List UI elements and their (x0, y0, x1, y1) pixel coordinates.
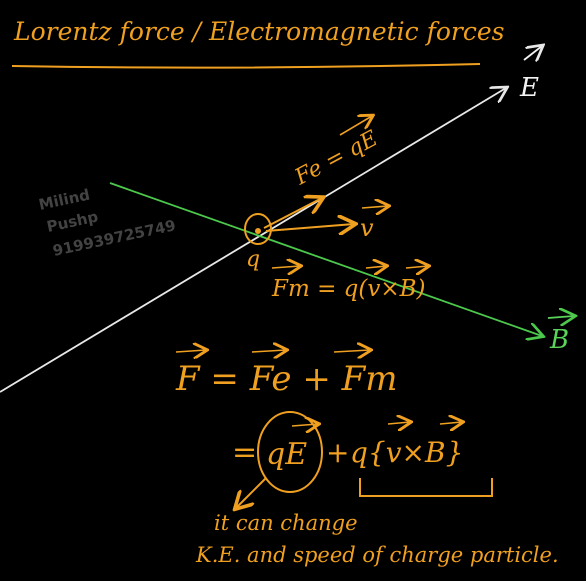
term-v-vec-bar (387, 422, 410, 424)
fm-v-vec-bar (365, 266, 386, 268)
vxb-underbrace (359, 478, 493, 497)
b-vector-bar (547, 316, 574, 318)
charge-dot (255, 228, 261, 234)
fe-equation: Fe = qE (290, 126, 382, 191)
note-line2: K.E. and speed of charge particle. (195, 543, 559, 567)
velocity-label: v (360, 214, 374, 242)
velocity-arrow (265, 224, 354, 231)
title-underline (11, 63, 481, 69)
e-field-line (0, 88, 506, 393)
equation-plus: + (326, 436, 349, 469)
note-pointer-arrow (236, 477, 267, 508)
term-qE-vec-bar (291, 424, 318, 426)
note-line1: it can change (214, 511, 358, 535)
equation-line2-equals: = (232, 435, 257, 470)
watermark-line2: Pushp (45, 207, 100, 235)
qE-circle (257, 411, 323, 493)
b-field-line (109, 182, 542, 336)
charge-label: q (246, 247, 260, 272)
equation-line1: F = Fe + Fm (175, 359, 397, 399)
b-field-label: B (549, 325, 569, 355)
e-vector-bar (523, 46, 542, 60)
eq-Fm-vec-bar (333, 350, 370, 352)
fm-equation: Fm = q(v×B) (271, 276, 426, 302)
eq-F-vec-bar (175, 350, 206, 352)
equation-term-vxb: q{v×B} (350, 436, 463, 469)
eq-Fe-vec-bar (251, 350, 286, 352)
velocity-vec-bar (361, 206, 388, 208)
term-b-vec-bar (439, 422, 462, 424)
e-field-label: E (519, 73, 539, 103)
fm-b-vec-bar (405, 266, 428, 268)
fe-arrow (263, 198, 322, 229)
fm-vec-bar (271, 266, 300, 268)
fe-eq-vec-bar (339, 116, 372, 136)
charge-circle (244, 213, 272, 245)
equation-term-qE: qE (266, 437, 307, 472)
page-title: Lorentz force / Electromagnetic forces (13, 17, 505, 46)
